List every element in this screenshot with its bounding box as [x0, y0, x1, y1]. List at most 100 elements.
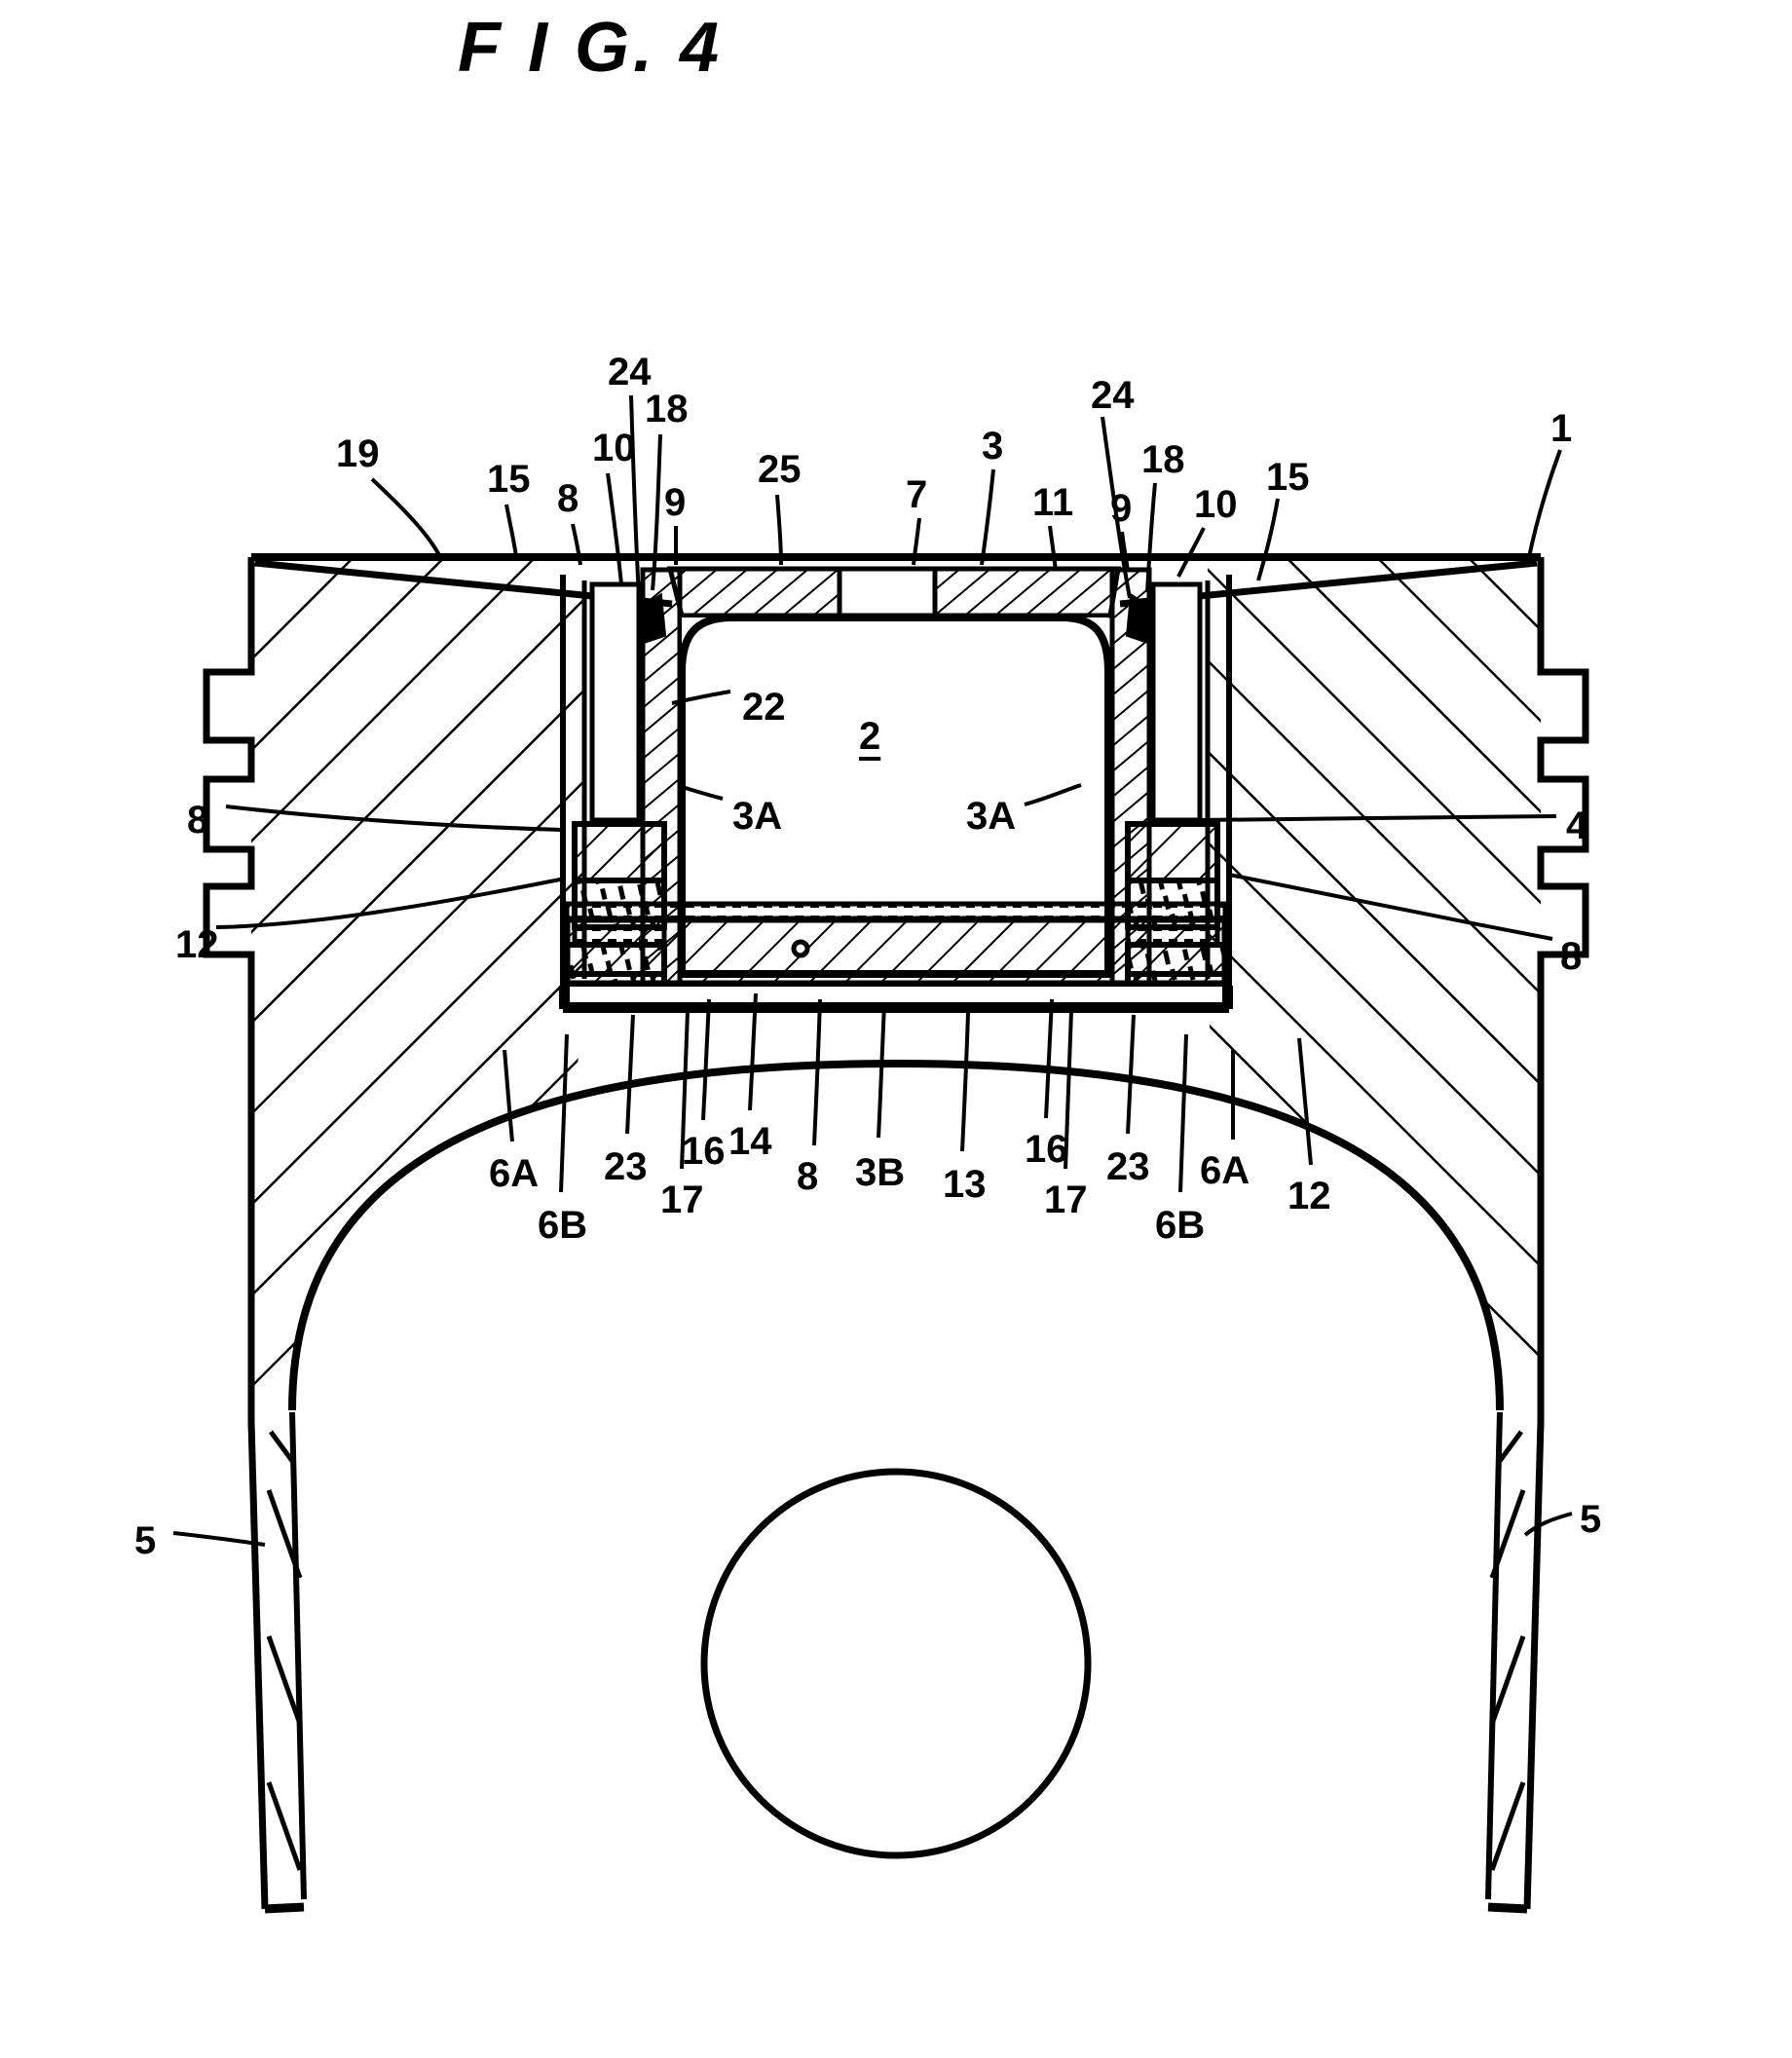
reference-numeral-15: 15 — [1266, 456, 1310, 499]
reference-numeral-14: 14 — [728, 1120, 772, 1163]
leader-16R — [1044, 998, 1054, 1119]
leader-lines — [172, 394, 1573, 1547]
reference-numeral-17: 17 — [1044, 1179, 1088, 1221]
reference-numeral-15: 15 — [487, 458, 531, 501]
liner-top-wall-mid — [837, 566, 938, 618]
skirt-right-hatch — [1489, 1430, 1526, 1871]
crown-outline-right — [1537, 557, 1589, 1422]
reference-numeral-23: 23 — [1106, 1145, 1150, 1188]
piston-outline — [172, 394, 1589, 1914]
leader-5R — [1523, 1512, 1573, 1537]
reference-numeral-18: 18 — [645, 388, 689, 430]
liner-top-wall-left — [666, 566, 842, 618]
skirt-left-inner — [289, 1411, 307, 1900]
leader-8B — [812, 998, 822, 1146]
reference-numeral-6a: 6A — [489, 1152, 540, 1195]
leader-7 — [912, 517, 921, 566]
reference-numeral-24: 24 — [608, 351, 652, 393]
undercrown-arch — [292, 1062, 1500, 1403]
reference-numeral-8: 8 — [187, 799, 209, 842]
liner-top-wall-right — [932, 566, 1121, 618]
reference-numeral-7: 7 — [906, 473, 928, 516]
recess-right — [1150, 581, 1203, 823]
leader-18R — [1145, 482, 1157, 593]
reference-numeral-22: 22 — [742, 686, 786, 729]
reference-numeral-18: 18 — [1141, 438, 1185, 481]
leader-8L — [225, 804, 564, 832]
reference-numeral-10: 10 — [592, 427, 636, 469]
reference-numeral-23: 23 — [604, 1145, 648, 1188]
leader-12L — [215, 877, 566, 929]
skirt-right-inner — [1485, 1411, 1503, 1900]
combustion-chamber-profile — [678, 614, 1112, 978]
leader-24R — [1101, 416, 1132, 599]
reference-numeral-16: 16 — [1025, 1128, 1068, 1171]
leader-6BL — [559, 1033, 569, 1193]
leader-10L — [606, 472, 623, 585]
reference-numeral-3: 3 — [982, 425, 1004, 468]
leader-24L — [629, 394, 641, 597]
reference-numeral-4: 4 — [1566, 804, 1588, 847]
crown-outline-left — [203, 557, 255, 1422]
reference-numeral-13: 13 — [943, 1163, 987, 1206]
leader-8R — [1228, 873, 1553, 941]
leader-19 — [370, 477, 442, 558]
reference-numeral-8: 8 — [1560, 935, 1583, 978]
leader-18L — [651, 433, 662, 591]
reference-numeral-12: 12 — [175, 923, 219, 966]
leader-11 — [1048, 525, 1058, 572]
leader-16L — [701, 998, 711, 1121]
reference-numeral-3a: 3A — [966, 795, 1017, 838]
skirt-left-hatch — [266, 1430, 303, 1871]
leader-23L — [625, 1014, 635, 1135]
leader-6AL — [503, 1049, 514, 1142]
recess-left — [589, 581, 642, 823]
leader-3T — [980, 468, 995, 566]
reference-numeral-5: 5 — [1580, 1498, 1602, 1541]
leader-17R — [1064, 1010, 1073, 1170]
skirt-left-outer — [247, 1421, 269, 1910]
reference-numeral-19: 19 — [336, 432, 380, 475]
leader-15R — [1256, 498, 1280, 581]
leader-15L — [504, 504, 518, 558]
leader-23R — [1126, 1014, 1136, 1135]
reference-numeral-3b: 3B — [855, 1151, 906, 1194]
reference-numeral-9: 9 — [1110, 487, 1133, 530]
piston-pin-bore — [700, 1468, 1092, 1859]
reference-numeral-6b: 6B — [538, 1204, 588, 1247]
reference-numeral-11: 11 — [1032, 481, 1074, 524]
leader-5L — [172, 1531, 266, 1547]
reference-numeral-25: 25 — [758, 448, 802, 491]
liner-bottom-plate — [563, 916, 1229, 988]
leader-1 — [1527, 449, 1562, 558]
seal-ring-right — [1125, 821, 1220, 883]
skirt-right-outer — [1523, 1421, 1545, 1910]
reference-numeral-5: 5 — [134, 1519, 157, 1562]
reference-numeral-24: 24 — [1091, 374, 1135, 417]
reference-numeral-6b: 6B — [1155, 1204, 1206, 1247]
reference-numeral-1: 1 — [1550, 407, 1573, 450]
reference-numeral-17: 17 — [660, 1179, 704, 1221]
reference-numeral-8: 8 — [797, 1155, 819, 1198]
bottom-plate-port — [791, 939, 810, 958]
reference-numeral-10: 10 — [1194, 483, 1238, 526]
leader-9R — [1120, 531, 1130, 572]
reference-numeral-16: 16 — [682, 1130, 726, 1173]
leader-14 — [748, 992, 758, 1111]
leader-6BR — [1178, 1033, 1188, 1193]
reference-numeral-6a: 6A — [1200, 1149, 1251, 1192]
leader-25 — [775, 494, 783, 566]
leader-3B — [877, 1002, 886, 1139]
leader-10R — [1176, 527, 1206, 578]
reference-numeral-3a: 3A — [732, 795, 783, 838]
leader-17L — [680, 1010, 690, 1170]
reference-numeral-8: 8 — [557, 477, 579, 520]
figure-title: F I G. 4 — [458, 9, 724, 87]
skirt-left-bottom — [264, 1902, 305, 1914]
reference-numeral-9: 9 — [664, 481, 687, 524]
reference-numeral-2: 2 — [859, 715, 881, 758]
skirt-right-bottom — [1487, 1902, 1528, 1914]
undercrown-arch-line — [288, 1059, 1504, 1411]
leader-4 — [1197, 814, 1557, 822]
